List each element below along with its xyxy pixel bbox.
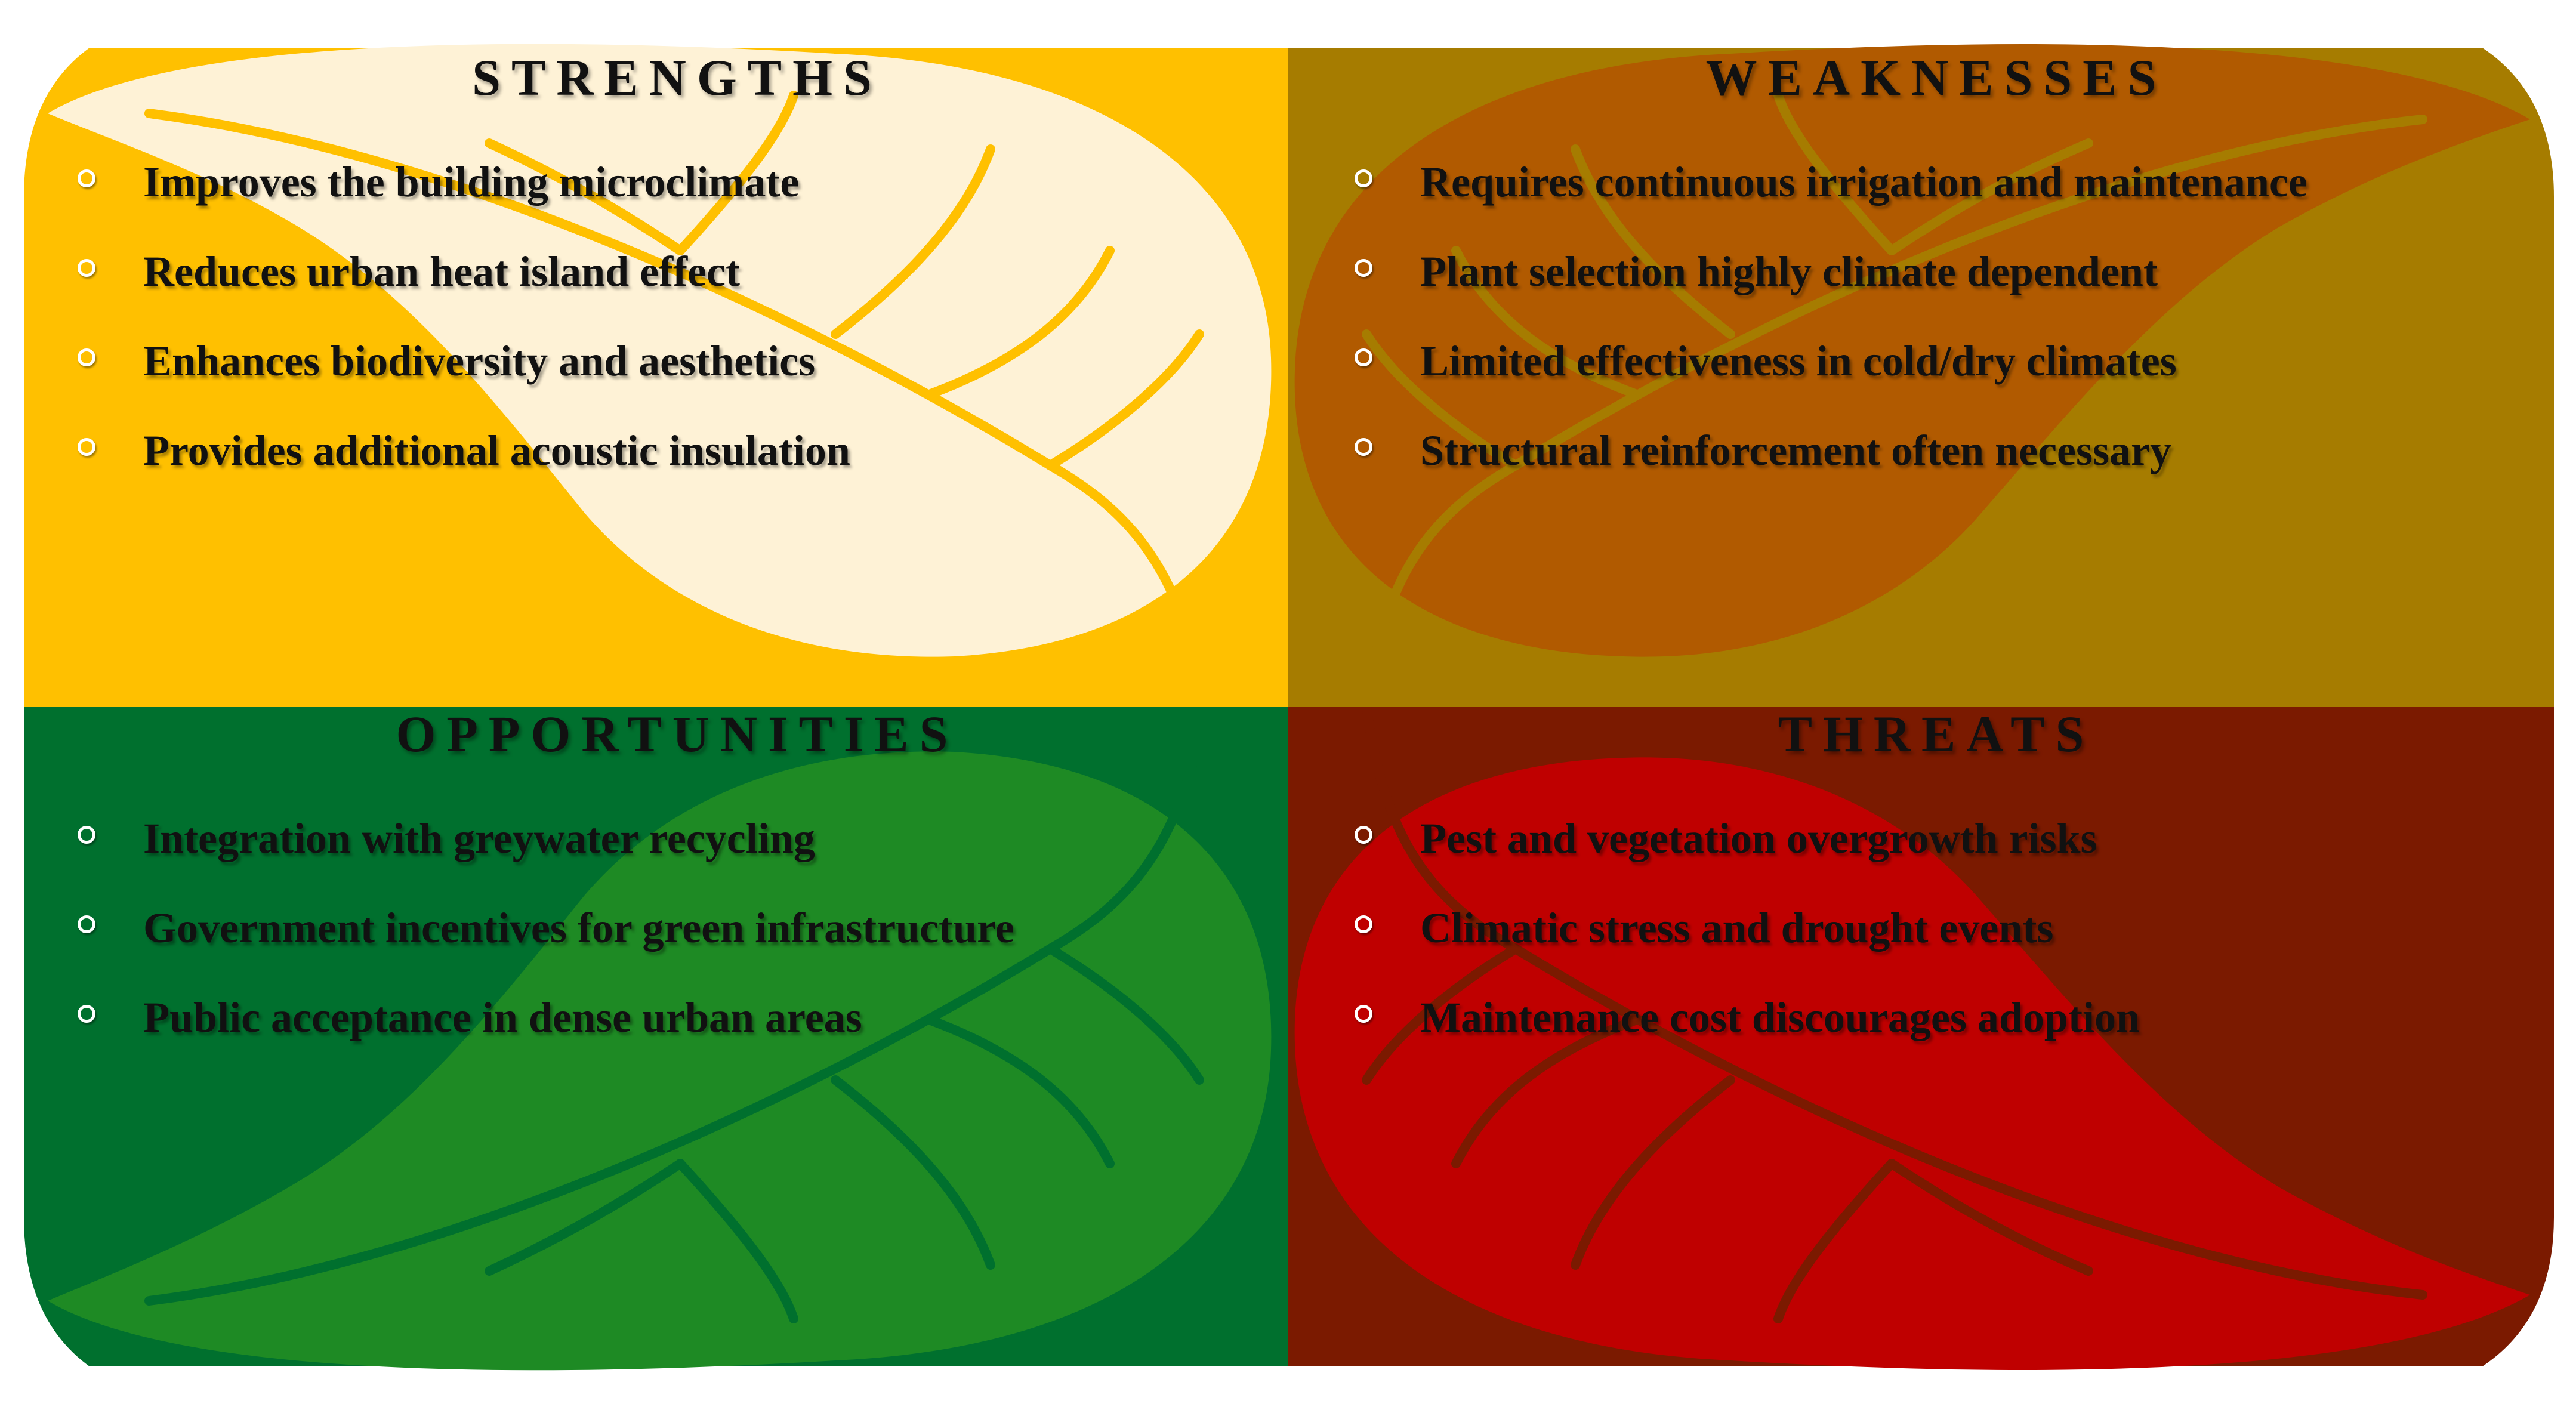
opportunities-quadrant-bg xyxy=(24,706,1288,1371)
weaknesses-list: Requires continuous irrigation and maint… xyxy=(1301,137,2572,495)
circle-bullet-icon xyxy=(1355,259,1372,277)
threats-title: THREATS xyxy=(1778,705,2095,763)
circle-bullet-icon xyxy=(1355,1005,1372,1023)
list-item: Limited effectiveness in cold/dry climat… xyxy=(1355,316,2572,406)
threats-list: Pest and vegetation overgrowth risks Cli… xyxy=(1301,794,2572,1062)
list-item: Enhances biodiversity and aesthetics xyxy=(78,316,1295,406)
list-item: Climatic stress and drought events xyxy=(1355,883,2572,973)
list-item: Public acceptance in dense urban areas xyxy=(78,973,1295,1062)
list-item: Structural reinforcement often necessary xyxy=(1355,406,2572,495)
list-item: Government incentives for green infrastr… xyxy=(78,883,1295,973)
opportunities-list: Integration with greywater recycling Gov… xyxy=(24,794,1295,1062)
list-item: Reduces urban heat island effect xyxy=(78,227,1295,316)
circle-bullet-icon xyxy=(78,826,95,844)
strengths-quadrant-bg xyxy=(24,44,1288,706)
weaknesses-title: WEAKNESSES xyxy=(1705,49,2167,106)
circle-bullet-icon xyxy=(78,1005,95,1023)
threats-quadrant: THREATS Pest and vegetation overgrowth r… xyxy=(1301,704,2572,1360)
circle-bullet-icon xyxy=(78,915,95,933)
list-item: Provides additional acoustic insulation xyxy=(78,406,1295,495)
strengths-title: STRENGTHS xyxy=(472,49,883,106)
circle-bullet-icon xyxy=(78,259,95,277)
list-item: Pest and vegetation overgrowth risks xyxy=(1355,794,2572,883)
circle-bullet-icon xyxy=(1355,438,1372,456)
opportunities-quadrant: OPPORTUNITIES Integration with greywater… xyxy=(24,704,1295,1360)
list-item: Plant selection highly climate dependent xyxy=(1355,227,2572,316)
strengths-list: Improves the building microclimate Reduc… xyxy=(24,137,1295,495)
list-item: Maintenance cost discourages adoption xyxy=(1355,973,2572,1062)
list-item: Integration with greywater recycling xyxy=(78,794,1295,883)
circle-bullet-icon xyxy=(1355,826,1372,844)
circle-bullet-icon xyxy=(78,438,95,456)
strengths-quadrant: STRENGTHS Improves the building microcli… xyxy=(24,48,1295,704)
threats-quadrant-bg xyxy=(1288,706,2554,1370)
weaknesses-quadrant: WEAKNESSES Requires continuous irrigatio… xyxy=(1301,48,2572,704)
circle-bullet-icon xyxy=(1355,348,1372,366)
circle-bullet-icon xyxy=(1355,169,1372,187)
weaknesses-quadrant-bg xyxy=(1288,44,2554,706)
opportunities-title: OPPORTUNITIES xyxy=(396,705,959,763)
circle-bullet-icon xyxy=(78,169,95,187)
list-item: Requires continuous irrigation and maint… xyxy=(1355,137,2572,227)
circle-bullet-icon xyxy=(1355,915,1372,933)
circle-bullet-icon xyxy=(78,348,95,366)
list-item: Improves the building microclimate xyxy=(78,137,1295,227)
